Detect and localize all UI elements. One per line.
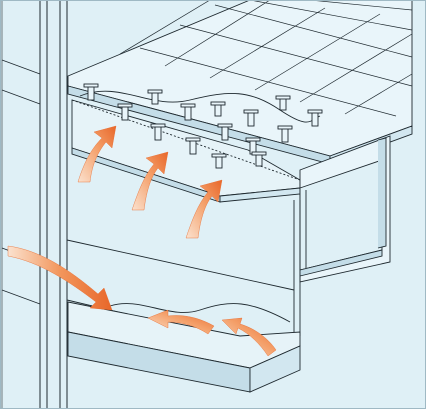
- upper-airflow-arrows: [77, 125, 223, 239]
- upper-flex-seal: [79, 90, 321, 123]
- lower-floor-slab: [67, 301, 301, 393]
- airflow-arrow-up-3: [185, 179, 223, 239]
- airflow-arrow-in-left: [7, 245, 113, 311]
- airflow-arrow-floor-2: [221, 317, 277, 357]
- airflow-arrow-floor-1: [147, 309, 215, 335]
- right-wall-window: [299, 135, 391, 283]
- floor-pedestals: [83, 83, 323, 169]
- lower-airflow-arrows: [7, 245, 277, 357]
- airflow-arrow-up-2: [131, 151, 169, 211]
- lower-flex-seal: [109, 303, 291, 323]
- airflow-arrow-up-1: [77, 125, 117, 183]
- building-columns: [1, 0, 68, 409]
